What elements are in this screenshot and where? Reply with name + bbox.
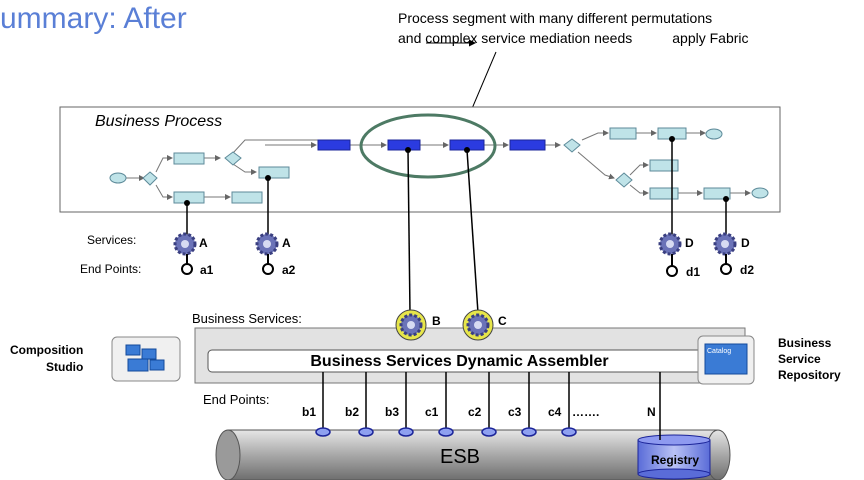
endpoint-label: d2 (740, 263, 755, 277)
services-label: Services: (87, 233, 137, 247)
esb-pipe (215, 429, 731, 480)
gear-icon (658, 232, 682, 256)
gear-icon (173, 232, 197, 256)
annotation-tail: apply Fabric (672, 30, 749, 46)
connector-dots (184, 136, 729, 206)
catalog-icon-text: Catalog (707, 348, 732, 355)
assembler-label: Business Services Dynamic Assembler (310, 353, 609, 370)
task (649, 159, 679, 172)
task (231, 191, 263, 204)
process-flow-lines (126, 130, 751, 200)
annotation-line1: Process segment with many different perm… (398, 10, 713, 26)
repository-line1: Business (778, 336, 832, 350)
registry-label: Registry (650, 453, 700, 467)
gateway (563, 138, 581, 153)
task (649, 187, 679, 200)
slide-title: ummary: After (0, 2, 187, 35)
endpoint-icon (666, 265, 678, 277)
esb-endpoint-label: b3 (385, 405, 400, 419)
repository-line3: Repository (778, 368, 841, 382)
endpoint-icon (262, 263, 274, 275)
annotation-line2: and complex service mediation needs apply… (398, 30, 749, 46)
endpoint-icon (720, 263, 732, 275)
esb-endpoint-label: N (647, 405, 656, 419)
endpoints-label: End Points: (80, 262, 142, 276)
service-letter: A (282, 236, 291, 250)
service-letter: A (199, 236, 208, 250)
service-letter: D (741, 236, 750, 250)
endpoint-label: a2 (282, 263, 296, 277)
esb-endpoint-label: b2 (345, 405, 360, 419)
end-event (705, 128, 723, 140)
process-tasks (109, 127, 769, 204)
gear-icon (713, 232, 737, 256)
gateway (224, 151, 242, 166)
composition-line2: Studio (46, 360, 84, 374)
gear-icon (462, 309, 494, 341)
task (703, 187, 731, 200)
endpoint-label: a1 (200, 263, 214, 277)
task (258, 166, 290, 179)
segment-highlight-ellipse (359, 113, 497, 179)
gateway (615, 172, 633, 188)
gear-icon (255, 232, 279, 256)
task (173, 152, 205, 165)
endpoint-label: d1 (686, 265, 701, 279)
esb-endpoint-icons (315, 427, 577, 437)
repository-line2: Service (778, 352, 821, 366)
esb-connectors (322, 372, 661, 440)
esb-endpoint-ellipsis: ……. (572, 405, 600, 419)
composition-studio-icon (111, 336, 181, 382)
composition-line1: Composition (10, 343, 84, 357)
registry-cylinder (637, 434, 711, 480)
business-services-label: Business Services: (192, 311, 302, 326)
service-gear-icons (173, 232, 737, 256)
business-process-label: Business Process (95, 113, 223, 130)
esb-endpoint-label: b1 (302, 405, 317, 419)
highlighted-tasks (317, 139, 546, 151)
catalog-icon (697, 335, 755, 385)
gateway (142, 171, 158, 186)
endpoint-icon (181, 263, 193, 275)
esb-endpoints-label: End Points: (203, 392, 270, 407)
esb-endpoint-label: c3 (508, 405, 522, 419)
task (609, 127, 637, 140)
service-letter: D (685, 236, 694, 250)
business-service-letter: C (498, 314, 507, 328)
start-event (109, 172, 127, 184)
end-event (751, 187, 769, 199)
esb-endpoint-label: c4 (548, 405, 562, 419)
esb-endpoint-label: c1 (425, 405, 439, 419)
gear-icon (395, 309, 427, 341)
esb-endpoint-label: c2 (468, 405, 482, 419)
service-connectors (186, 139, 727, 314)
endpoint-icons (181, 254, 732, 277)
business-service-letter: B (432, 314, 441, 328)
esb-label: ESB (440, 446, 481, 468)
annotation-line2-text: and complex service mediation needs (398, 30, 633, 46)
